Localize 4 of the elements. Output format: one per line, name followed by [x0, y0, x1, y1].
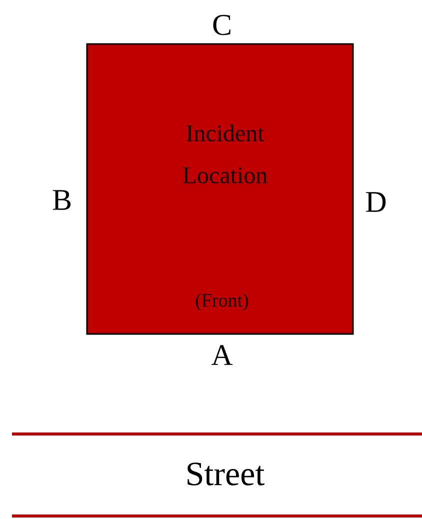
- street-band: Street: [12, 432, 422, 518]
- box-label: (Front): [196, 293, 248, 311]
- box-label: Incident Location: [183, 124, 268, 184]
- side-label: A: [211, 345, 233, 365]
